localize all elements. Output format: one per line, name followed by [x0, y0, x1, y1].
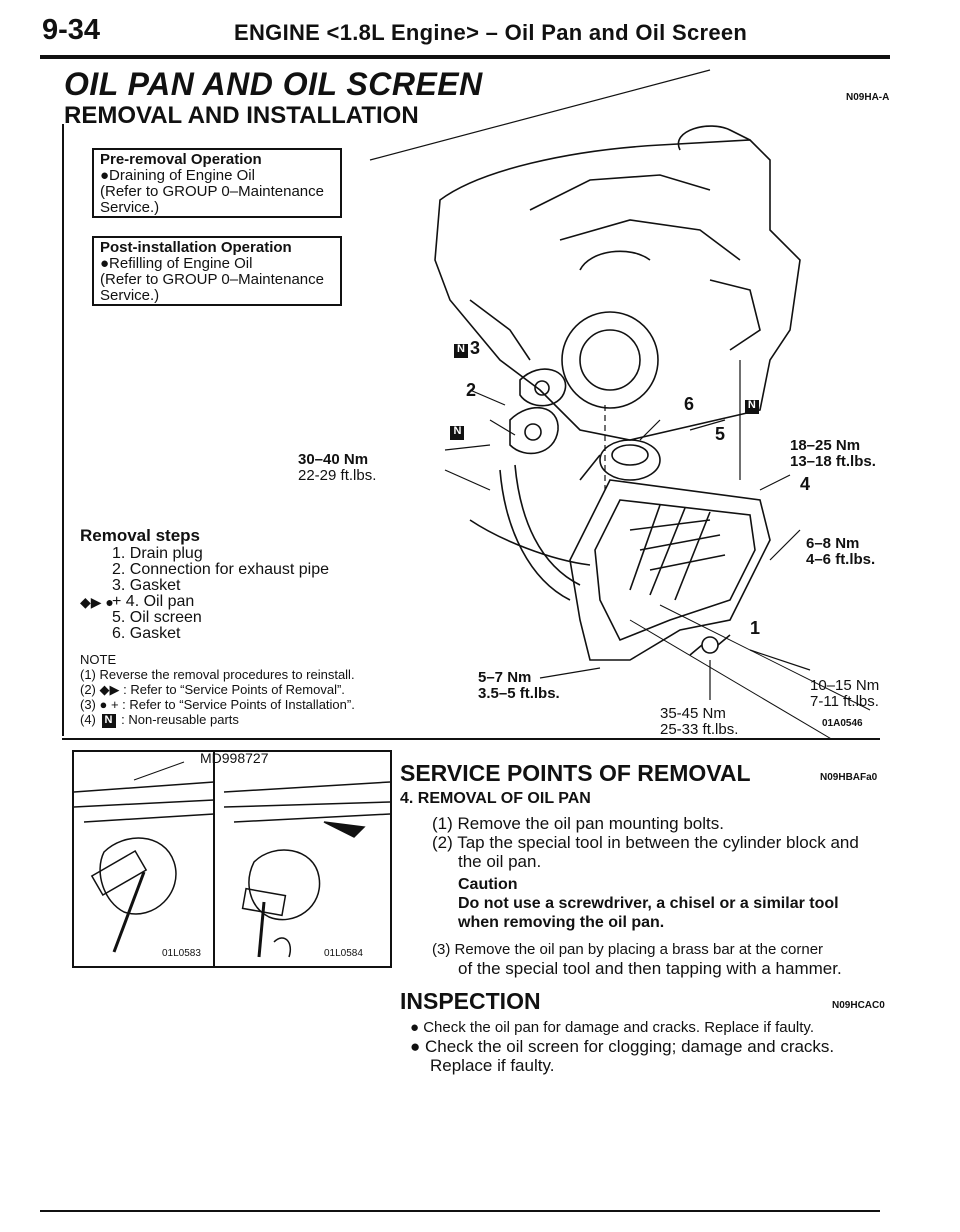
figure-code: 01A0546: [822, 718, 863, 729]
removal-steps-list: 1. Drain plug 2. Connection for exhaust …: [80, 545, 330, 642]
post-installation-operation-box: Post-installation Operation ●Refilling o…: [92, 236, 342, 306]
section-subtitle: REMOVAL AND INSTALLATION: [64, 102, 419, 129]
tool-label: MD998727: [200, 750, 269, 766]
inspection-list: ● Check the oil pan for damage and crack…: [410, 1018, 880, 1075]
special-tool-illustration: MD998727 01L0583 01L0584: [72, 750, 392, 968]
post-installation-heading: Post-installation Operation: [100, 239, 292, 256]
section-divider: [62, 738, 880, 740]
service-points-code: N09HBAFa0: [820, 772, 878, 783]
inspection-code: N09HCAC0: [832, 1000, 885, 1011]
header-rule: [40, 55, 890, 59]
caution-heading: Caution: [458, 876, 518, 893]
non-reusable-marker-lower: [450, 425, 465, 440]
list-item: ● Check the oil screen for clogging; dam…: [410, 1037, 835, 1056]
photo-code-left: 01L0583: [162, 948, 201, 959]
removal-step: ◆▶ ● + 4. Oil pan: [80, 593, 195, 611]
removal-step: 3. Gasket: [112, 577, 181, 594]
non-reusable-marker-6: [744, 399, 759, 414]
callout-6: 6: [684, 394, 695, 414]
left-margin-rule: [62, 124, 64, 736]
non-reusable-marker: [101, 713, 116, 728]
service-points-title: SERVICE POINTS OF REMOVAL: [400, 760, 751, 786]
removal-step: 6. Gasket: [112, 625, 181, 642]
callout-5: 5: [715, 424, 726, 444]
callout-3: 3: [470, 338, 481, 358]
section-title: OIL PAN AND OIL SCREEN: [64, 66, 483, 102]
inspection-title: INSPECTION: [400, 988, 541, 1014]
service-points-body: (1) Remove the oil pan mounting bolts. (…: [432, 814, 882, 978]
pre-removal-operation-box: Pre-removal Operation ●Draining of Engin…: [92, 148, 342, 218]
page-number: 9-34: [42, 14, 101, 46]
special-tool-drawing: [73, 752, 391, 966]
removal-step: 1. Drain plug: [112, 545, 203, 562]
callout-2: 2: [466, 380, 477, 400]
non-reusable-marker-3: [454, 343, 468, 358]
page-header-title: ENGINE <1.8L Engine> – Oil Pan and Oil S…: [234, 20, 748, 45]
list-item: ● Check the oil pan for damage and crack…: [410, 1019, 814, 1036]
service-point-mark: ◆▶ ●: [80, 594, 114, 610]
callout-4: 4: [800, 474, 811, 494]
removal-step: 2. Connection for exhaust pipe: [112, 561, 330, 578]
section-code: N09HA-A: [846, 92, 890, 103]
pre-removal-heading: Pre-removal Operation: [100, 151, 262, 168]
callout-1: 1: [750, 618, 761, 638]
engine-oil-pan-diagram: [369, 69, 871, 740]
removal-step: 5. Oil screen: [112, 609, 202, 626]
photo-code-right: 01L0584: [324, 948, 363, 959]
note-block: NOTE (1) Reverse the removal procedures …: [80, 652, 355, 728]
footer-rule: [40, 1210, 880, 1212]
service-item-title: 4. REMOVAL OF OIL PAN: [400, 790, 591, 807]
removal-steps-heading: Removal steps: [80, 526, 200, 545]
